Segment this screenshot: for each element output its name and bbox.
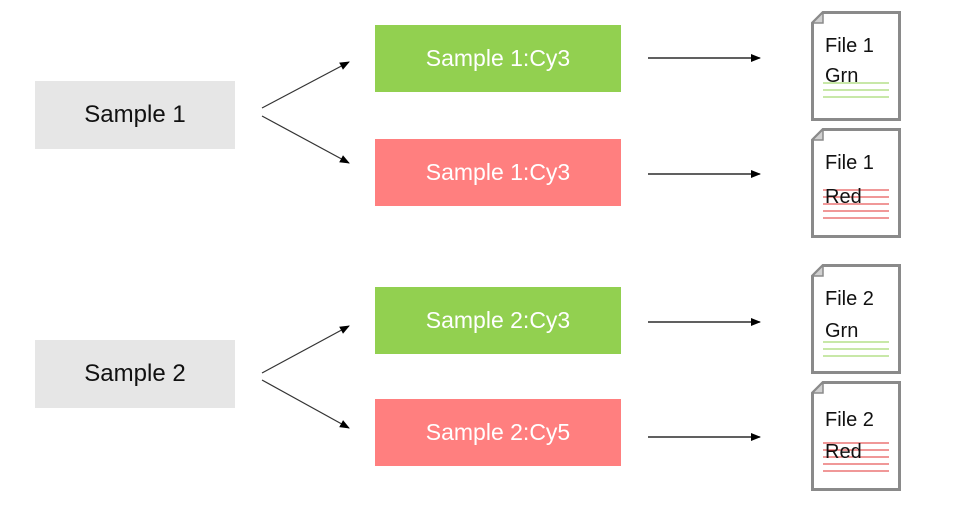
file-4-icon: File 2 Red bbox=[811, 381, 901, 491]
channel-3-label: Sample 2:Cy3 bbox=[425, 307, 571, 333]
channel-2-label: Sample 1:Cy3 bbox=[425, 159, 571, 185]
file-3-icon: File 2 Grn bbox=[811, 264, 901, 374]
file-1-title: File 1 bbox=[825, 35, 874, 57]
sample-2-box: Sample 2 bbox=[35, 340, 235, 408]
channel-4-box: Sample 2:Cy5 bbox=[375, 399, 621, 466]
channel-1-label: Sample 1:Cy3 bbox=[425, 45, 571, 71]
file-1-icon: File 1 Grn bbox=[811, 11, 901, 121]
channel-2-box: Sample 1:Cy3 bbox=[375, 139, 621, 206]
sample-1-box: Sample 1 bbox=[35, 81, 235, 149]
file-2-tag: Red bbox=[825, 186, 862, 208]
arrow-sample2-to-channel3 bbox=[261, 325, 350, 374]
file-2-icon: File 1 Red bbox=[811, 128, 901, 238]
file-3-title: File 2 bbox=[825, 288, 874, 310]
file-4-title: File 2 bbox=[825, 409, 874, 431]
channel-4-label: Sample 2:Cy5 bbox=[425, 419, 571, 445]
file-2-title: File 1 bbox=[825, 152, 874, 174]
file-4-tag: Red bbox=[825, 441, 862, 463]
sample-1-label: Sample 1 bbox=[84, 101, 186, 128]
arrow-sample1-to-channel1 bbox=[261, 61, 350, 109]
channel-3-box: Sample 2:Cy3 bbox=[375, 287, 621, 354]
channel-1-box: Sample 1:Cy3 bbox=[375, 25, 621, 92]
arrow-sample2-to-channel4 bbox=[261, 379, 350, 429]
file-3-tag: Grn bbox=[825, 320, 859, 342]
sample-2-label: Sample 2 bbox=[84, 360, 186, 387]
arrow-sample1-to-channel2 bbox=[261, 115, 350, 164]
file-1-tag: Grn bbox=[825, 65, 859, 87]
